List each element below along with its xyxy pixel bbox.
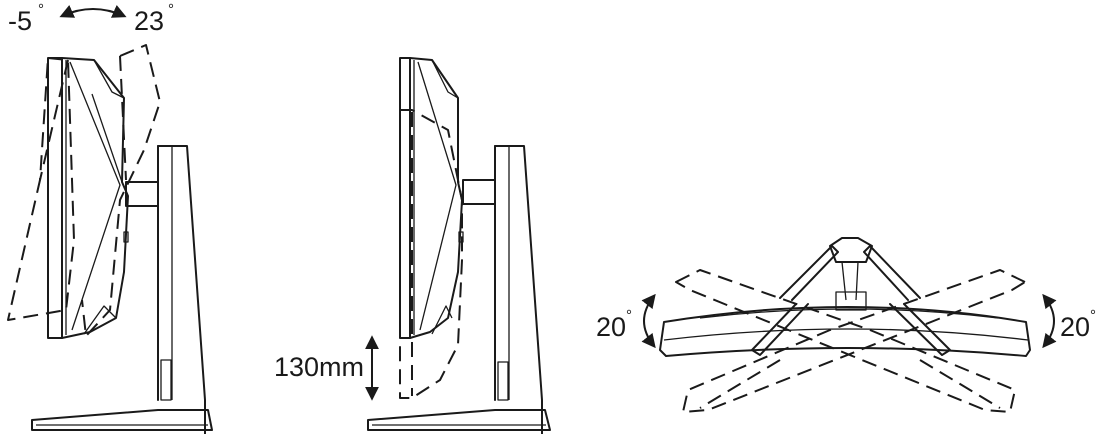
tilt-min-degree: ° [38, 1, 44, 18]
swivel-right-degree: ° [1090, 307, 1096, 324]
tilt-hinge [125, 181, 159, 207]
tilt-panel: -5 ° 23 ° [7, 1, 213, 434]
height-hinge [462, 179, 496, 205]
tilt-min-label: -5 [8, 6, 32, 36]
swivel-right-outline [675, 269, 1016, 413]
swivel-left-label: 20 [596, 312, 626, 342]
monitor-top-view [659, 306, 1031, 357]
swivel-right-label: 20 [1060, 312, 1090, 342]
height-lowered-outline [399, 109, 463, 399]
swivel-base [751, 237, 951, 356]
double-arrow-icon [59, 5, 127, 18]
tilt-max-degree: ° [168, 1, 174, 18]
monitor-stand [31, 145, 213, 434]
monitor-side-view [47, 57, 129, 339]
swivel-left-outline [682, 269, 1026, 413]
swivel-panel: 20 ° 20 ° [596, 237, 1096, 413]
swivel-left-degree: ° [626, 307, 632, 324]
height-range-label: 130mm [274, 352, 364, 382]
tilt-back-outline [7, 57, 75, 321]
tilt-max-label: 23 [134, 6, 164, 36]
monitor-side-view-raised [399, 57, 464, 339]
curved-arrow-icon [641, 293, 656, 349]
tilt-forward-outline [81, 44, 161, 337]
curved-arrow-icon [1042, 293, 1057, 349]
height-panel: 130mm [274, 57, 551, 434]
